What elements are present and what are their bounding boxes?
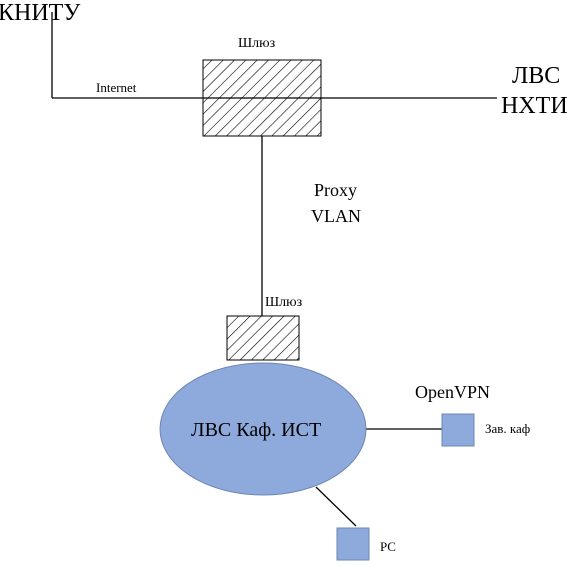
gateway-top-icon [202, 59, 322, 137]
pc-label: PC [380, 539, 396, 554]
head-dept-workstation-icon [441, 413, 475, 447]
gateway-bottom-label: Шлюз [265, 295, 303, 310]
proxy-label: Proxy [314, 180, 357, 200]
lan-to-pc-line [315, 486, 357, 527]
pc-workstation-icon [336, 527, 370, 561]
kniti-label: КНИТУ [0, 0, 80, 26]
lan-dept-label: ЛВС Каф. ИСТ [191, 419, 321, 441]
head-dept-label: Зав. каф [485, 421, 530, 436]
lan-nhti-label-line2: НХТИ [501, 93, 568, 119]
gateway-bottom-icon [226, 315, 300, 361]
internet-label: Internet [96, 80, 137, 95]
lan-dept-ellipse [159, 362, 367, 496]
vlan-label: VLAN [311, 206, 361, 226]
gateway-top-label: Шлюз [238, 36, 276, 51]
openvpn-label: OpenVPN [415, 382, 490, 402]
lan-nhti-label-line1: ЛВС [512, 63, 560, 89]
